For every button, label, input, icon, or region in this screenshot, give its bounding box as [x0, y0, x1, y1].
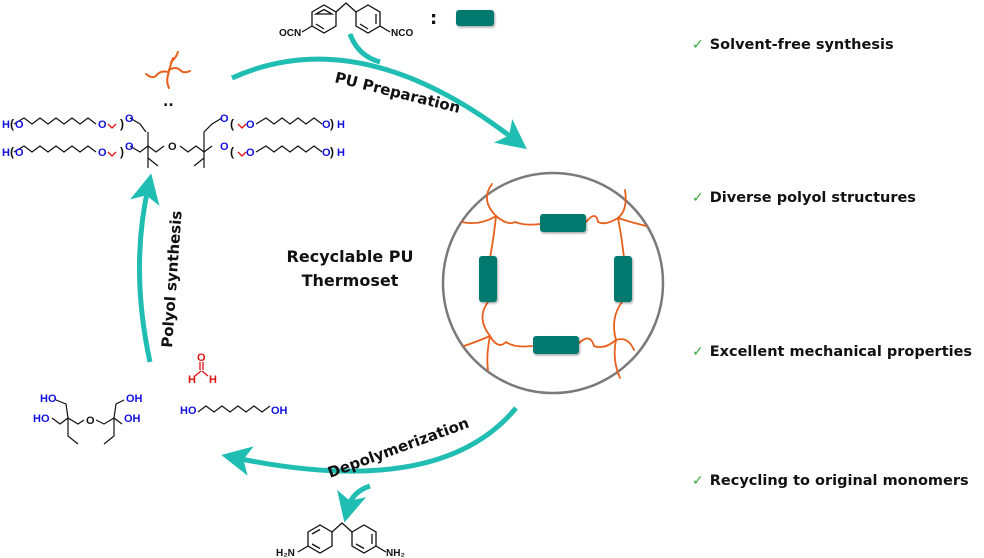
star-polymer-icon: [145, 51, 191, 89]
svg-text:O: O: [246, 147, 255, 159]
check-icon: ✓: [692, 190, 704, 206]
diamine-branch-arrow: [337, 483, 371, 523]
diisocyanate-feed-arrow: [347, 33, 381, 65]
feature-label: Solvent-free synthesis: [709, 37, 894, 53]
svg-text:H: H: [337, 147, 345, 159]
svg-text:O: O: [220, 113, 229, 125]
ditmp-structure: HO HO O OH OH: [33, 393, 143, 445]
polyol-synthesis-arrow: [130, 173, 160, 363]
feature-item: ✓ Solvent-free synthesis: [692, 37, 894, 53]
svg-text:(: (: [10, 117, 14, 131]
nh2-label: NH₂: [386, 548, 405, 558]
linker-block-right: [614, 256, 632, 302]
hexanediol-structure: HO OH: [180, 405, 288, 417]
center-title-line1: Recyclable PU: [287, 247, 414, 266]
svg-text:O: O: [168, 141, 177, 153]
svg-text:H: H: [209, 374, 217, 386]
polyol-synthesis-label: Polyol synthesis: [158, 210, 186, 348]
feature-item: ✓ Diverse polyol structures: [692, 190, 916, 206]
svg-text:O: O: [98, 119, 107, 131]
linker-block-left: [479, 256, 497, 302]
svg-text:(: (: [230, 145, 234, 159]
svg-text:H: H: [2, 147, 10, 159]
feature-item: ✓ Recycling to original monomers: [692, 473, 969, 489]
svg-text:HO: HO: [33, 413, 50, 425]
svg-text:HO: HO: [40, 393, 57, 405]
svg-text:O: O: [322, 119, 331, 131]
h2n-label: H₂N: [276, 548, 295, 558]
pu-preparation-arrow: [230, 56, 527, 150]
svg-text:HO: HO: [180, 405, 197, 417]
svg-text:O: O: [15, 119, 24, 131]
ellipsis: ..: [163, 94, 174, 110]
svg-text:O: O: [125, 113, 134, 125]
check-icon: ✓: [692, 473, 704, 489]
feature-item: ✓ Excellent mechanical properties: [692, 344, 972, 360]
depolymerization-label: Depolymerization: [325, 414, 471, 482]
svg-text:(: (: [10, 145, 14, 159]
svg-text:): ): [330, 117, 334, 131]
svg-text:OH: OH: [124, 413, 141, 425]
svg-text:O: O: [125, 141, 134, 153]
linker-legend-block: [456, 10, 494, 26]
svg-text:OH: OH: [271, 405, 288, 417]
svg-text:O: O: [98, 147, 107, 159]
svg-text:O: O: [86, 415, 95, 427]
feature-label: Excellent mechanical properties: [709, 344, 973, 360]
linker-block-bottom: [533, 336, 579, 354]
feature-label: Recycling to original monomers: [709, 473, 969, 489]
feature-label: Diverse polyol structures: [709, 190, 916, 206]
svg-text:OH: OH: [126, 393, 143, 405]
svg-text:O: O: [15, 147, 24, 159]
formaldehyde-structure: O H H: [188, 352, 217, 386]
linker-block-top: [540, 214, 586, 232]
svg-text:H: H: [188, 374, 196, 386]
diamine-structure: [297, 522, 387, 554]
depolymerization-arrow: [221, 406, 518, 476]
svg-text:O: O: [197, 352, 206, 364]
check-icon: ✓: [692, 344, 704, 360]
svg-text:O: O: [220, 141, 229, 153]
svg-text:): ): [120, 117, 124, 131]
svg-text:O: O: [322, 147, 331, 159]
pu-network-circle: [441, 171, 665, 395]
nco-label: NCO: [391, 28, 413, 39]
svg-text:H: H: [2, 119, 10, 131]
svg-text:H: H: [337, 119, 345, 131]
polyol-product-structure: ( ) ( ) ( ) ( ) H O O O O O O H H O O O …: [2, 113, 345, 168]
diisocyanate-structure: [301, 2, 391, 34]
svg-text:O: O: [246, 119, 255, 131]
svg-text:(: (: [230, 117, 234, 131]
center-title-line2: Thermoset: [302, 271, 399, 290]
ocn-label: OCN: [279, 28, 301, 39]
svg-text:): ): [330, 145, 334, 159]
svg-text:): ): [120, 145, 124, 159]
check-icon: ✓: [692, 37, 704, 53]
legend-colon: :: [430, 8, 437, 29]
